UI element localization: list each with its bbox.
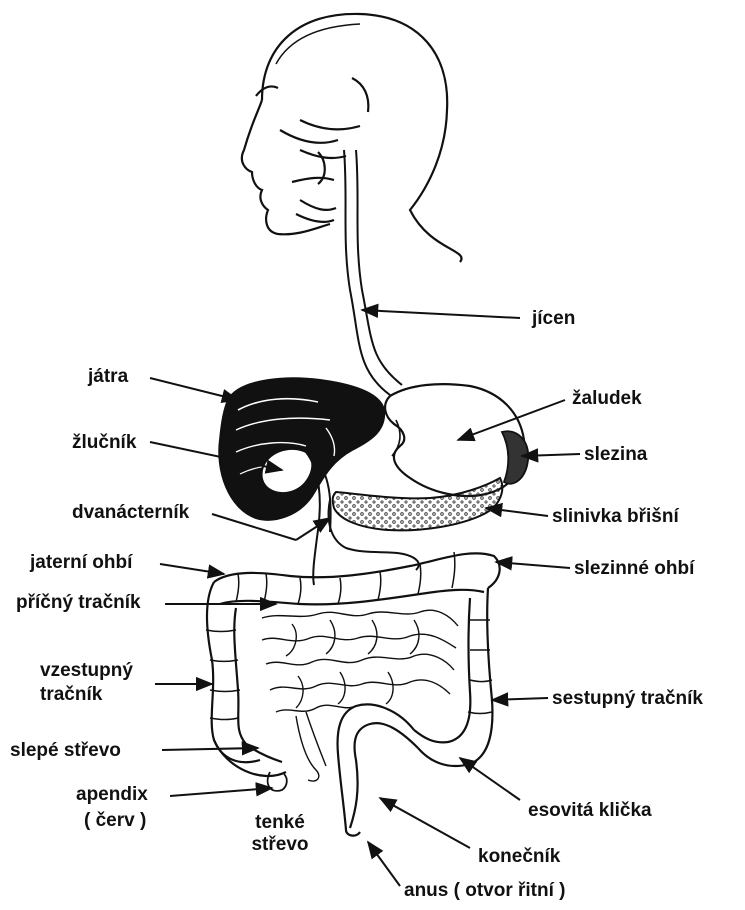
label-sestupny: sestupný tračník [552, 688, 703, 710]
label-dvanacternik: dvanácterník [72, 502, 189, 524]
label-jatra: játra [88, 366, 128, 388]
label-slepe: slepé střevo [10, 740, 121, 762]
arrow-jicen [362, 310, 520, 318]
label-pricny: příčný tračník [16, 592, 141, 614]
arrow-dvanacternik-2 [296, 518, 330, 540]
label-slezinne-ohbi: slezinné ohbí [574, 558, 694, 580]
arrow-slepe [162, 748, 258, 750]
label-jicen: jícen [532, 308, 575, 330]
label-jaterni-ohbi: jaterní ohbí [30, 552, 132, 574]
arrow-slinivka [486, 508, 548, 516]
label-apendix-1: apendix [76, 784, 148, 806]
label-tenke-2: střevo [240, 834, 320, 856]
label-esovita: esovitá klička [528, 800, 652, 822]
head-outline [242, 14, 462, 262]
arrow-sestupny [492, 698, 548, 700]
label-apendix-2: ( červ ) [84, 810, 146, 832]
arrow-apendix [170, 788, 272, 796]
label-vzestupny-1: vzestupný [40, 660, 133, 682]
small-intestine [262, 610, 458, 781]
label-anus: anus ( otvor řitní ) [404, 880, 566, 902]
arrow-jatra [150, 378, 238, 400]
arrow-slezina [522, 454, 580, 456]
arrow-jaterni-ohbi [160, 564, 224, 574]
label-zlucnik: žlučník [72, 432, 136, 454]
label-zaludek: žaludek [572, 388, 642, 410]
label-slinivka: slinivka břišní [552, 506, 679, 528]
arrow-konecnik [380, 798, 470, 848]
label-tenke-1: tenké [240, 812, 320, 834]
large-intestine [206, 552, 500, 836]
arrow-esovita [460, 758, 520, 800]
label-vzestupny-2: tračník [40, 684, 102, 706]
label-slezina: slezina [584, 444, 647, 466]
esophagus [344, 150, 402, 395]
stomach [385, 384, 525, 496]
arrow-slezinne-ohbi [496, 562, 570, 568]
label-konecnik: konečník [478, 846, 560, 868]
arrow-anus [368, 842, 400, 886]
